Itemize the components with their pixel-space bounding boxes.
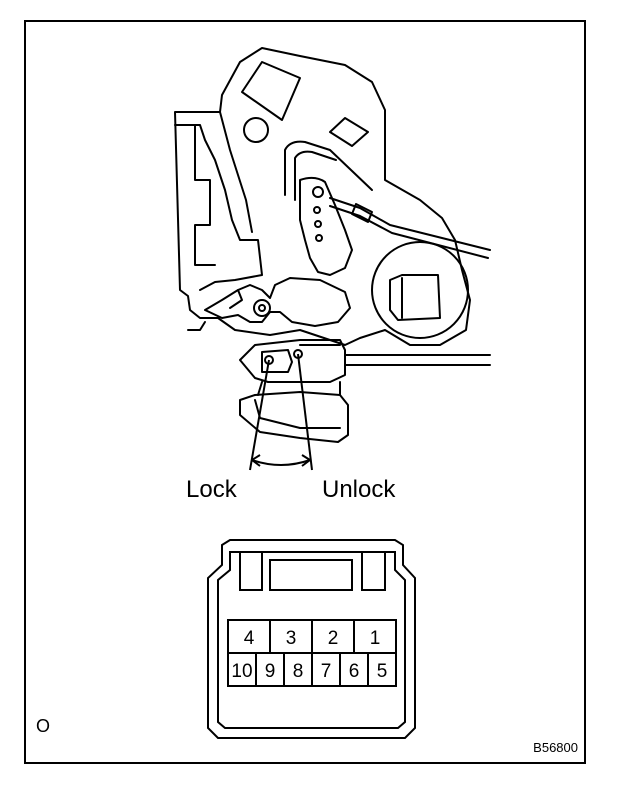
travel-arc: [251, 459, 311, 466]
unlock-line: [297, 353, 313, 471]
arc-arrow-left: [251, 454, 261, 467]
connector-lock-tab: [269, 559, 353, 591]
pin-label: 3: [286, 628, 297, 649]
unlock-label: Unlock: [322, 476, 396, 503]
lock-label: Lock: [186, 476, 238, 503]
diagram-frame: [24, 20, 586, 764]
door-lock-assembly: [174, 47, 491, 443]
lock-unlock-indicator: [249, 349, 313, 471]
pin-label: 2: [328, 628, 339, 649]
pin-label: 5: [377, 661, 388, 682]
pin-label: 1: [370, 628, 381, 649]
connector-latch-right: [361, 552, 386, 591]
arc-arrow-right: [301, 454, 311, 467]
figure-code: B56800: [533, 740, 578, 755]
connector-outer-shell: [207, 539, 416, 739]
lock-line: [249, 359, 270, 471]
corner-mark: O: [36, 716, 50, 736]
pin-label: 7: [321, 661, 332, 682]
pin-label: 8: [293, 661, 304, 682]
pin-label: 6: [349, 661, 360, 682]
pin-label: 9: [265, 661, 276, 682]
pin-label: 4: [244, 628, 255, 649]
connector-inner-shell: [217, 551, 406, 729]
pin-label: 10: [231, 661, 252, 682]
connector-latch-left: [239, 552, 263, 591]
connector-face: [207, 539, 416, 739]
